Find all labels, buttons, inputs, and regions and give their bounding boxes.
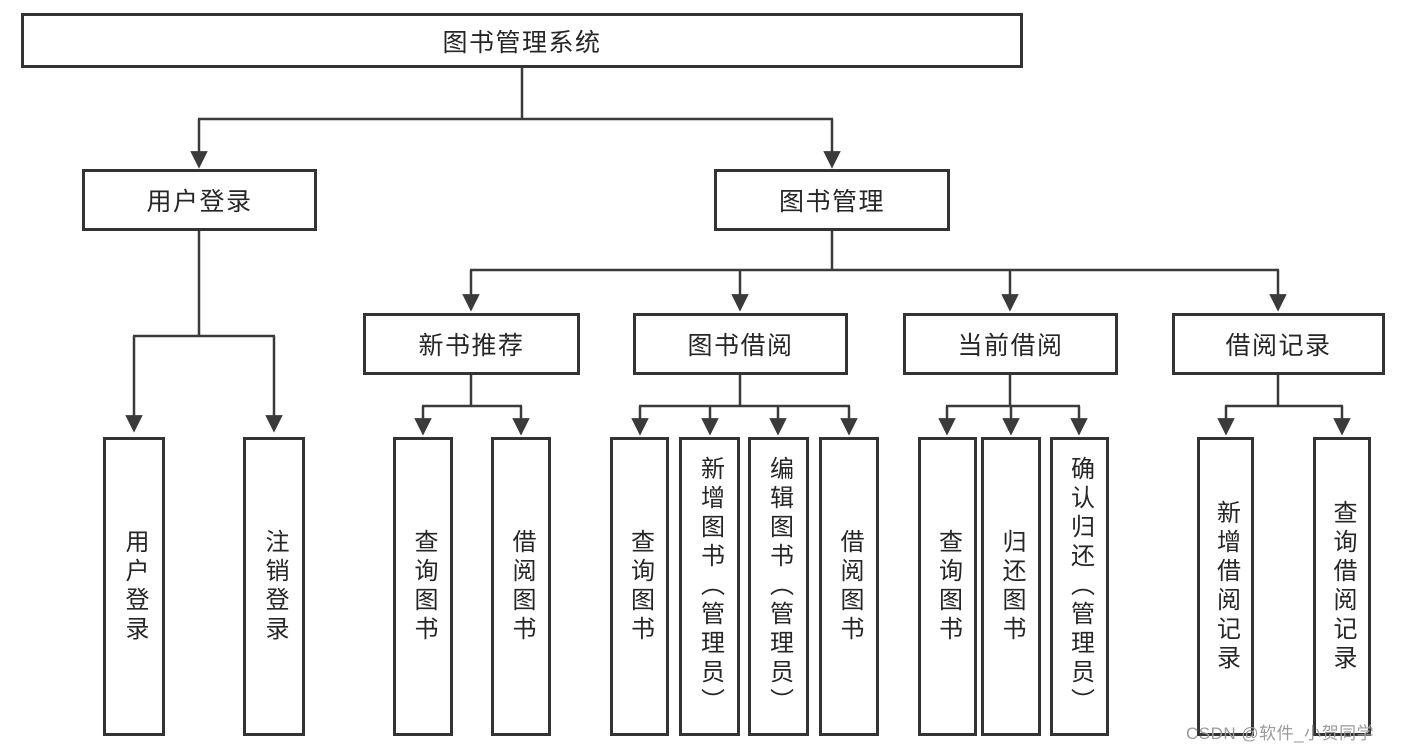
leaf-user-login: 用户登录 xyxy=(103,437,165,736)
leaf-edit-book-admin: 编辑图书（管理员） xyxy=(748,437,809,736)
node-book-management: 图书管理 xyxy=(714,169,950,231)
leaf-query-books-recommend: 查询图书 xyxy=(393,437,453,736)
leaf-add-book-admin: 新增图书（管理员） xyxy=(679,437,740,736)
leaf-query-books-current: 查询图书 xyxy=(918,437,977,736)
node-root: 图书管理系统 xyxy=(21,13,1023,68)
leaf-query-books-borrow: 查询图书 xyxy=(610,437,669,736)
node-new-book-recommend: 新书推荐 xyxy=(363,313,580,375)
leaf-confirm-return-admin: 确认归还（管理员） xyxy=(1050,437,1109,736)
leaf-borrow-books: 借阅图书 xyxy=(819,437,879,736)
leaf-return-books: 归还图书 xyxy=(981,437,1041,736)
leaf-add-borrow-record: 新增借阅记录 xyxy=(1197,437,1254,736)
node-user-login: 用户登录 xyxy=(82,169,317,231)
node-borrow-records: 借阅记录 xyxy=(1172,313,1385,375)
csdn-watermark: CSDN @软件_小贺同学 xyxy=(1186,724,1375,743)
node-current-borrow: 当前借阅 xyxy=(903,313,1118,375)
node-book-borrow: 图书借阅 xyxy=(633,313,848,375)
leaf-logout: 注销登录 xyxy=(243,437,305,736)
leaf-borrow-books-recommend: 借阅图书 xyxy=(491,437,551,736)
leaf-query-borrow-record: 查询借阅记录 xyxy=(1313,437,1371,736)
